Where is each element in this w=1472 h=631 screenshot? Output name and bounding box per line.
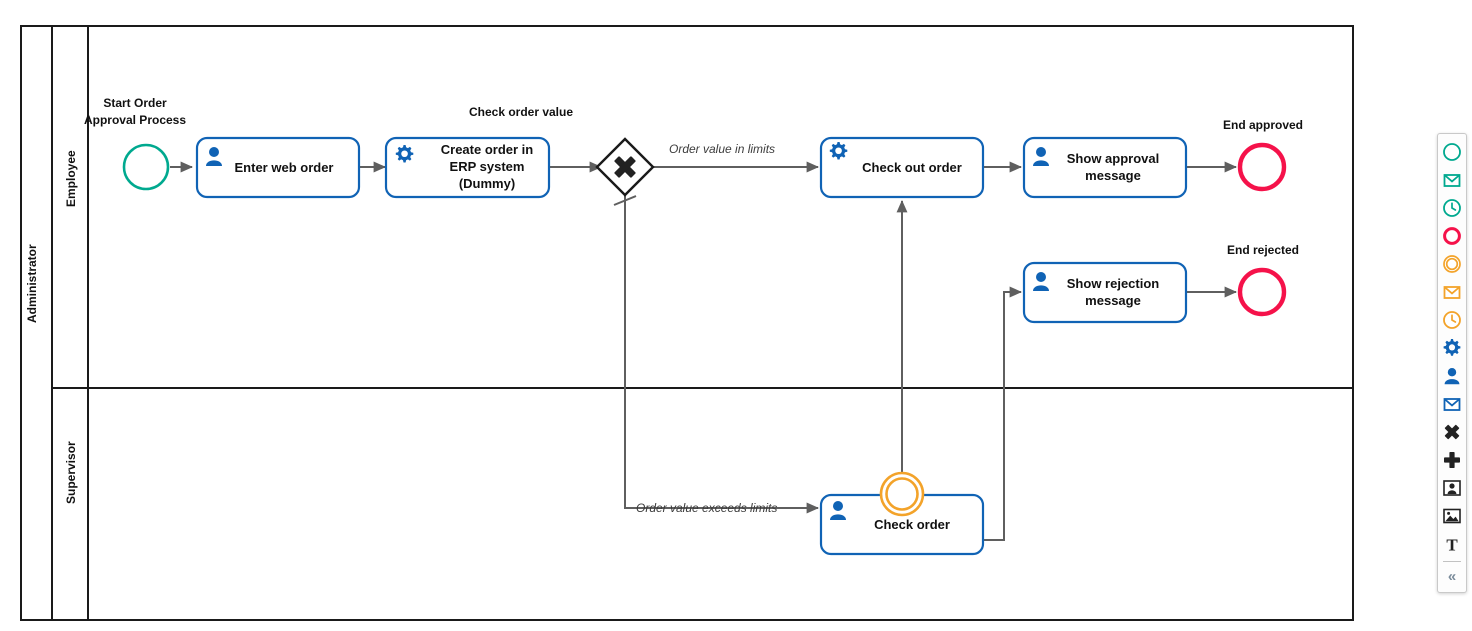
- flow-label-order-value-in-limits: Order value in limits: [669, 142, 775, 156]
- palette-service-task[interactable]: [1439, 334, 1465, 362]
- palette-separator: [1443, 561, 1461, 562]
- palette-exclusive-gateway[interactable]: [1439, 418, 1465, 446]
- palette-parallel-gateway[interactable]: [1439, 446, 1465, 474]
- flow-check-order-to-show-rejection[interactable]: [984, 286, 1022, 541]
- task-show-approval-message-label-line2: message: [1085, 168, 1141, 183]
- boundary-event-check-order[interactable]: [879, 471, 925, 517]
- element-palette[interactable]: T «: [1437, 133, 1467, 593]
- task-check-order[interactable]: Check order: [819, 493, 985, 556]
- user-task-icon: [1033, 272, 1049, 291]
- task-show-rejection-message-box: [1022, 261, 1188, 324]
- user-task-icon: [1444, 368, 1460, 385]
- service-task-icon: [1443, 339, 1461, 356]
- timer-start-event-icon: [1443, 199, 1461, 217]
- palette-message-start-event[interactable]: [1439, 166, 1465, 194]
- palette-timer-intermediate-event[interactable]: [1439, 306, 1465, 334]
- task-check-out-order-box: [819, 136, 985, 199]
- user-task-icon: [1033, 147, 1049, 166]
- end-event-icon: [1443, 227, 1461, 245]
- boundary-event-inner-ring-icon: [885, 477, 919, 511]
- start-event-label-line2: Approval Process: [84, 113, 186, 127]
- pool-icon: [1443, 480, 1461, 496]
- gateway-check-order-value[interactable]: Check order value: [469, 105, 655, 197]
- palette-end-event[interactable]: [1439, 222, 1465, 250]
- lane-supervisor[interactable]: Supervisor: [64, 388, 89, 620]
- palette-intermediate-event[interactable]: [1439, 250, 1465, 278]
- start-event-label-line1: Start Order: [103, 96, 167, 110]
- user-task-icon: [830, 501, 846, 520]
- end-event-rejected-label: End rejected: [1227, 243, 1299, 257]
- task-create-order-erp-label-line3: (Dummy): [459, 176, 515, 191]
- start-event-icon: [122, 143, 170, 191]
- image-icon: [1443, 508, 1461, 524]
- task-check-out-order[interactable]: Check out order: [819, 136, 985, 199]
- palette-timer-start-event[interactable]: [1439, 194, 1465, 222]
- text-annotation-icon: T: [1446, 536, 1458, 555]
- gateway-check-order-value-label: Check order value: [469, 105, 573, 119]
- end-event-approved[interactable]: End approved: [1223, 118, 1303, 192]
- task-create-order-erp-label-line2: ERP system: [450, 159, 525, 174]
- task-enter-web-order[interactable]: Enter web order: [195, 136, 361, 199]
- task-show-rejection-message-label-line2: message: [1085, 293, 1141, 308]
- palette-message-intermediate-event[interactable]: [1439, 278, 1465, 306]
- task-show-approval-message-label-line1: Show approval: [1067, 151, 1159, 166]
- task-check-order-label: Check order: [874, 517, 950, 532]
- task-show-rejection-message-label-line1: Show rejection: [1067, 276, 1160, 291]
- palette-message-task[interactable]: [1439, 390, 1465, 418]
- timer-intermediate-event-icon: [1443, 311, 1461, 329]
- palette-pool[interactable]: [1439, 474, 1465, 502]
- lane-employee-label: Employee: [64, 150, 78, 207]
- start-event-icon: [1443, 143, 1461, 161]
- task-enter-web-order-label: Enter web order: [235, 160, 334, 175]
- pool-label: Administrator: [25, 244, 39, 323]
- svg-text:T: T: [1446, 536, 1458, 555]
- task-show-rejection-message[interactable]: Show rejection message: [1022, 261, 1188, 324]
- task-show-approval-message-box: [1022, 136, 1188, 199]
- end-event-icon: [1237, 142, 1287, 192]
- end-event-approved-label: End approved: [1223, 118, 1303, 132]
- parallel-gateway-icon: [1444, 452, 1460, 468]
- user-task-icon: [206, 147, 222, 166]
- flow-gateway-to-check-order[interactable]: [624, 191, 819, 514]
- end-event-rejected[interactable]: End rejected: [1227, 243, 1299, 317]
- exclusive-gateway-icon: [1444, 424, 1460, 440]
- lane-employee[interactable]: Employee: [52, 26, 1353, 389]
- task-create-order-erp[interactable]: Create order in ERP system (Dummy): [384, 136, 551, 199]
- start-event-shape[interactable]: Start Order Approval Process: [84, 96, 186, 191]
- default-flow-marker: [613, 195, 637, 206]
- message-task-icon: [1443, 398, 1461, 411]
- palette-image[interactable]: [1439, 502, 1465, 530]
- service-task-icon: [395, 145, 414, 163]
- flow-label-order-value-exceeds-limits: Order value exceeds limits: [636, 501, 777, 515]
- end-event-icon: [1237, 267, 1287, 317]
- task-check-out-order-label: Check out order: [862, 160, 962, 175]
- service-task-icon: [829, 142, 848, 160]
- palette-start-event[interactable]: [1439, 138, 1465, 166]
- lane-supervisor-label: Supervisor: [64, 441, 78, 504]
- palette-text-annotation[interactable]: T: [1439, 530, 1465, 558]
- message-intermediate-event-icon: [1443, 286, 1461, 299]
- intermediate-event-icon: [1443, 255, 1461, 273]
- task-create-order-erp-box: [384, 136, 551, 199]
- message-start-event-icon: [1443, 174, 1461, 187]
- sequence-flows: [170, 161, 1237, 541]
- palette-collapse-button[interactable]: «: [1447, 567, 1457, 585]
- task-create-order-erp-label-line1: Create order in: [441, 142, 534, 157]
- task-enter-web-order-box: [195, 136, 361, 199]
- task-show-approval-message[interactable]: Show approval message: [1022, 136, 1188, 199]
- palette-user-task[interactable]: [1439, 362, 1465, 390]
- exclusive-gateway-x-icon: [614, 156, 636, 178]
